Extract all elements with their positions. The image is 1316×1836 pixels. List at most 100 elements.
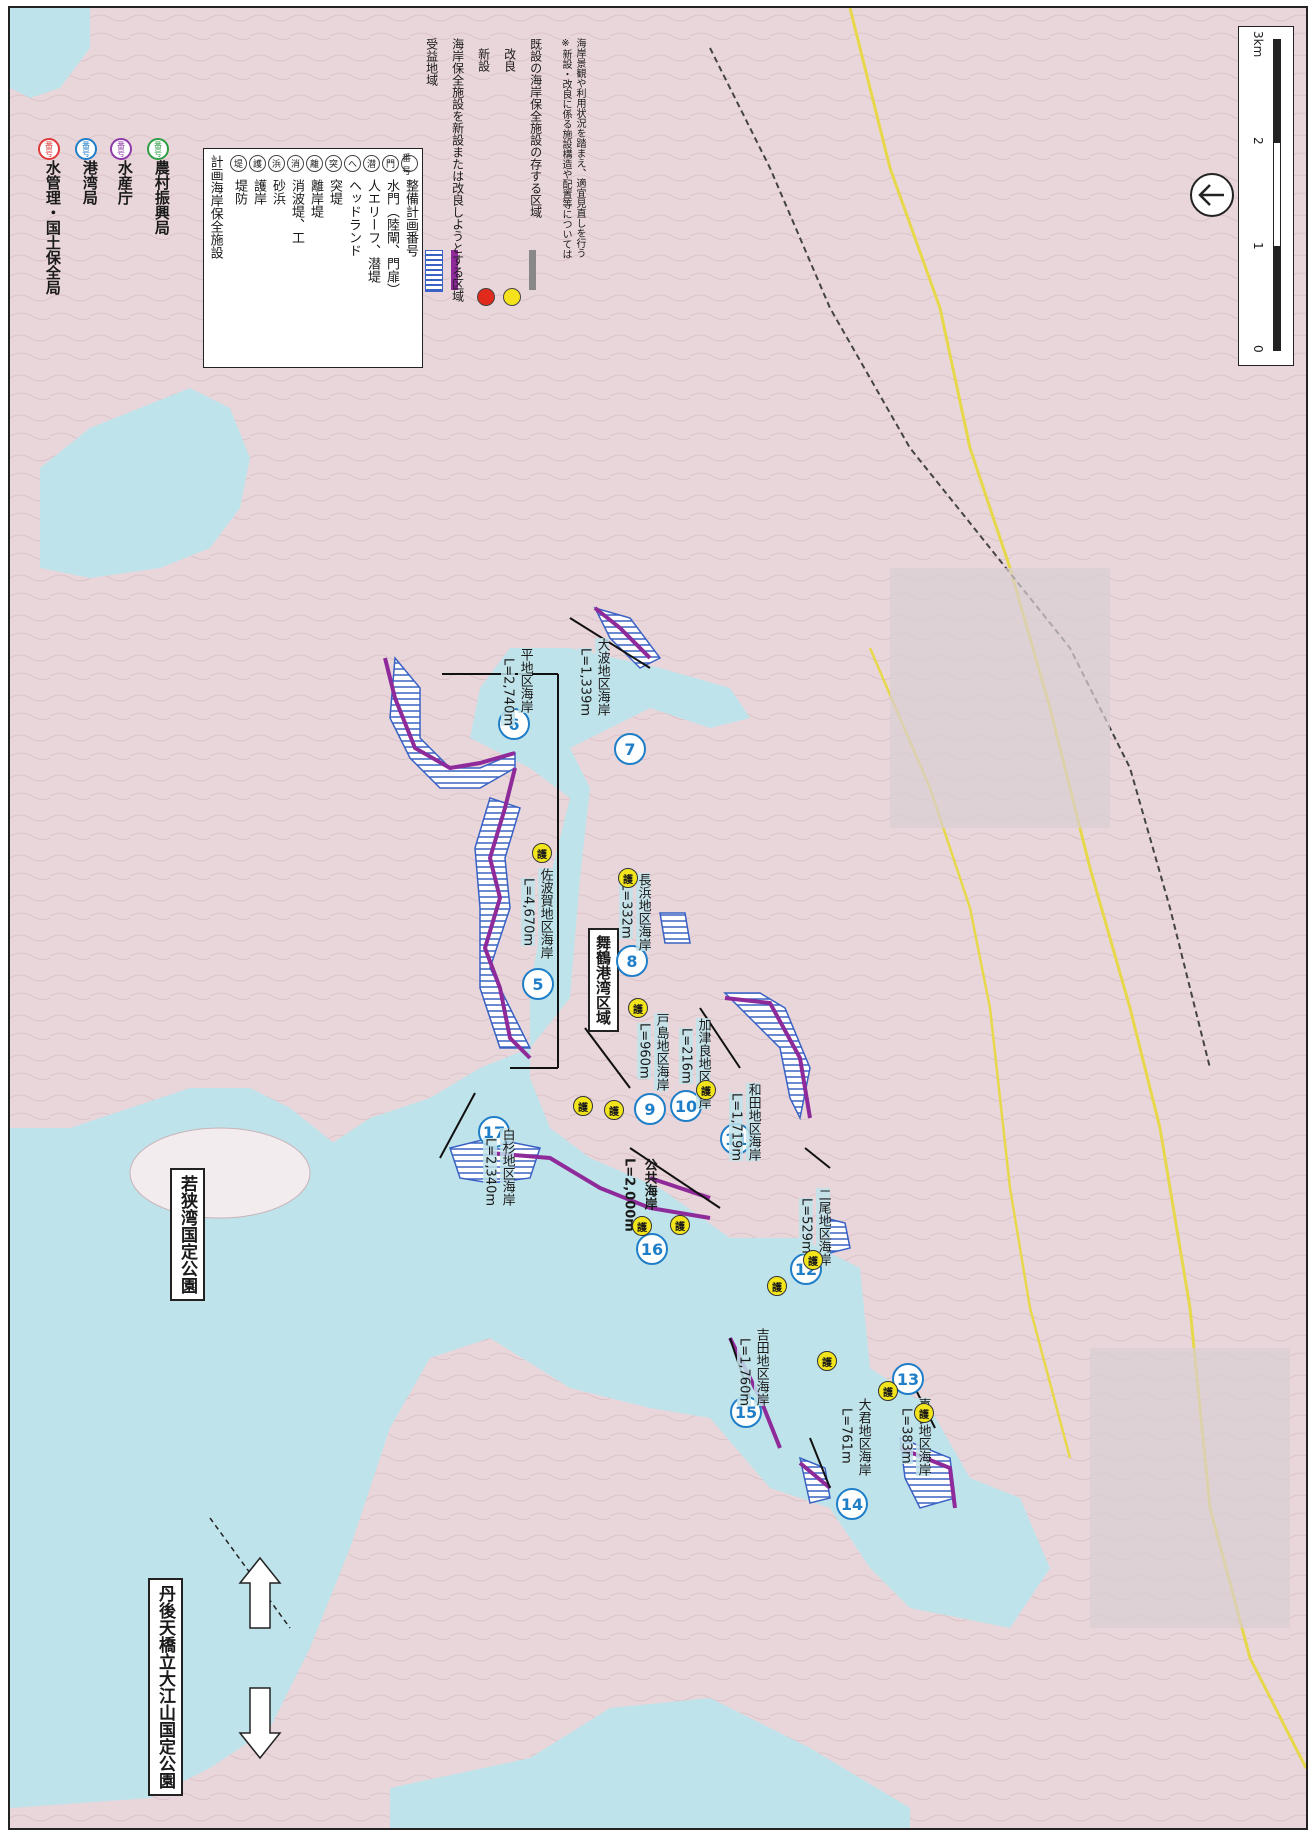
legend-swatch-yellow-dot — [503, 288, 521, 306]
map-frame: 丹後天橋立大江山国定公園 若狭湾国定公園 舞鶴港湾区域 公共海岸 L=2,000… — [8, 6, 1308, 1830]
improvement-mark-icon: 護 — [532, 843, 552, 863]
legend-line-label: 受益地域 — [424, 38, 439, 86]
legend-symbol-icon: 番号 — [401, 154, 418, 177]
legend-row-label: 突堤 — [327, 179, 342, 205]
park-label-wakasa: 若狭湾国定公園 — [170, 1168, 205, 1301]
agency-label: 水産庁 — [115, 160, 134, 205]
badge-icon: 番号 — [75, 138, 97, 160]
legend-row-label: 護岸 — [251, 179, 266, 205]
legend-row-label: 砂浜 — [270, 179, 285, 205]
scale-tick: 3km — [1251, 31, 1265, 58]
legend-line-label: 改良 — [502, 48, 517, 72]
coast-number-badge: 7 — [614, 733, 646, 765]
agency-item: 番号 水管理・国土保全局 — [38, 138, 66, 295]
coast-name-label: 大波地区海岸 — [594, 638, 610, 716]
benefit-area-8 — [659, 912, 691, 944]
legend-row-label: 水門（陸閘、門扉） — [384, 179, 399, 296]
coast-length-label: L=761m — [838, 1408, 854, 1464]
coast-length-label: L=2,740m — [500, 658, 516, 727]
legend-row-label: 人エリーフ、潜堤 — [365, 179, 380, 283]
sea-west — [10, 1088, 470, 1348]
public-coast-label: 公共海岸 — [641, 1158, 657, 1210]
sea-bay — [10, 648, 1050, 1808]
coast-length-label: L=1,719m — [728, 1093, 744, 1162]
benefit-area-6 — [389, 656, 516, 789]
badge-icon: 番号 — [38, 138, 60, 160]
coast-length-label: L=2,340m — [482, 1138, 498, 1207]
coast-length-label: L=960m — [636, 1023, 652, 1079]
facility-legend-table: 計画海岸保全施設 堤堤防護護岸浜砂浜消消波堤、工離離岸堤突突堤へヘッドランド潜人… — [203, 148, 423, 368]
coast-name-label: 吉田地区海岸 — [753, 1328, 769, 1406]
agency-label: 農村振興局 — [152, 160, 171, 235]
improvement-mark-icon: 護 — [670, 1215, 690, 1235]
coast-name-label: 和田地区海岸 — [745, 1083, 761, 1161]
agency-item: 番号 農村振興局 — [147, 138, 175, 235]
improvement-mark-icon: 護 — [878, 1381, 898, 1401]
coast-name-label: 佐波賀地区海岸 — [537, 868, 553, 959]
legend-symbol-icon: 突 — [325, 155, 342, 172]
park-label-tango: 丹後天橋立大江山国定公園 — [148, 1578, 183, 1796]
coast-length-label: L=1,760m — [736, 1338, 752, 1407]
legend-table-title: 計画海岸保全施設 — [207, 155, 223, 259]
improvement-mark-icon: 護 — [696, 1080, 716, 1100]
coast-name-label: 戸島地区海岸 — [653, 1013, 669, 1091]
coast-name-label: 大君地区海岸 — [855, 1398, 871, 1476]
legend-row-label: 離岸堤 — [308, 179, 323, 218]
coast-length-label: L=383m — [898, 1408, 914, 1464]
improvement-mark-icon: 護 — [604, 1100, 624, 1120]
agency-label: 水管理・国土保全局 — [43, 160, 62, 295]
badge-icon: 番号 — [147, 138, 169, 160]
legend-line-label: 既設の海岸保全施設の存する区域 — [528, 38, 543, 218]
legend-symbol-icon: 護 — [249, 155, 266, 172]
benefit-area-11 — [723, 992, 811, 1121]
coast-number-badge: 16 — [636, 1233, 668, 1265]
legend-symbol-icon: 消 — [287, 155, 304, 172]
legend-symbol-icon: 潜 — [363, 155, 380, 172]
legend-swatch-purple — [451, 250, 458, 290]
coast-length-label: L=216m — [678, 1028, 694, 1084]
legend-symbol-icon: へ — [344, 155, 361, 172]
legend-symbol-icon: 堤 — [230, 155, 247, 172]
improvement-mark-icon: 護 — [803, 1250, 823, 1270]
map-canvas — [10, 8, 1306, 1828]
legend-symbol-icon: 離 — [306, 155, 323, 172]
improvement-mark-icon: 護 — [628, 998, 648, 1018]
improvement-mark-icon: 護 — [618, 868, 638, 888]
sea-northwest — [40, 388, 250, 578]
coast-number-badge: 5 — [522, 968, 554, 1000]
coast-name-label: 白杉地区海岸 — [499, 1128, 515, 1206]
coast-number-badge: 9 — [634, 1093, 666, 1125]
coast-length-label: L=1,339m — [577, 648, 593, 717]
sea-bottom — [390, 1698, 910, 1828]
agency-item: 番号 港湾局 — [75, 138, 103, 205]
coast-length-label: L=529m — [798, 1198, 814, 1254]
sea-top-left — [10, 8, 90, 98]
legend-row-label: 整備計画番号 — [403, 179, 418, 257]
legend-note: 海岸景観や利用状況を踏まえ、適宜見直しを行う — [574, 38, 585, 258]
improvement-mark-icon: 護 — [817, 1351, 837, 1371]
legend-swatch-gray — [529, 250, 536, 290]
agency-label: 港湾局 — [80, 160, 99, 205]
legend-line-label: 海岸保全施設を新設または改良しようとする区域 — [450, 38, 465, 302]
scale-track — [1273, 39, 1281, 351]
scale-bar: 3km 2 1 0 — [1238, 26, 1294, 366]
island-flat — [129, 1127, 311, 1219]
legend-row-label: ヘッドランド — [346, 179, 361, 257]
north-arrow-icon — [1190, 173, 1234, 217]
coast-name-label: 二尾地区海岸 — [815, 1188, 831, 1266]
arrow-down-icon — [238, 1687, 282, 1760]
scale-tick: 0 — [1251, 345, 1265, 353]
urban-area-east — [1090, 1348, 1290, 1628]
coast-length-label: L=332m — [618, 883, 634, 939]
legend-row-label: 消波堤、工 — [289, 179, 304, 244]
improvement-lines — [383, 606, 957, 1509]
coast-length-label: L=4,670m — [520, 878, 536, 947]
scale-tick: 2 — [1251, 137, 1265, 145]
port-zone-label: 舞鶴港湾区域 — [588, 928, 619, 1032]
urban-area — [890, 568, 1110, 828]
public-coast-length: L=2,000m — [621, 1158, 637, 1232]
coast-number-badge: 14 — [836, 1488, 868, 1520]
coast-name-label: 長浜地区海岸 — [635, 873, 651, 951]
legend-row-label: 堤防 — [232, 179, 247, 205]
scale-tick: 1 — [1251, 242, 1265, 250]
